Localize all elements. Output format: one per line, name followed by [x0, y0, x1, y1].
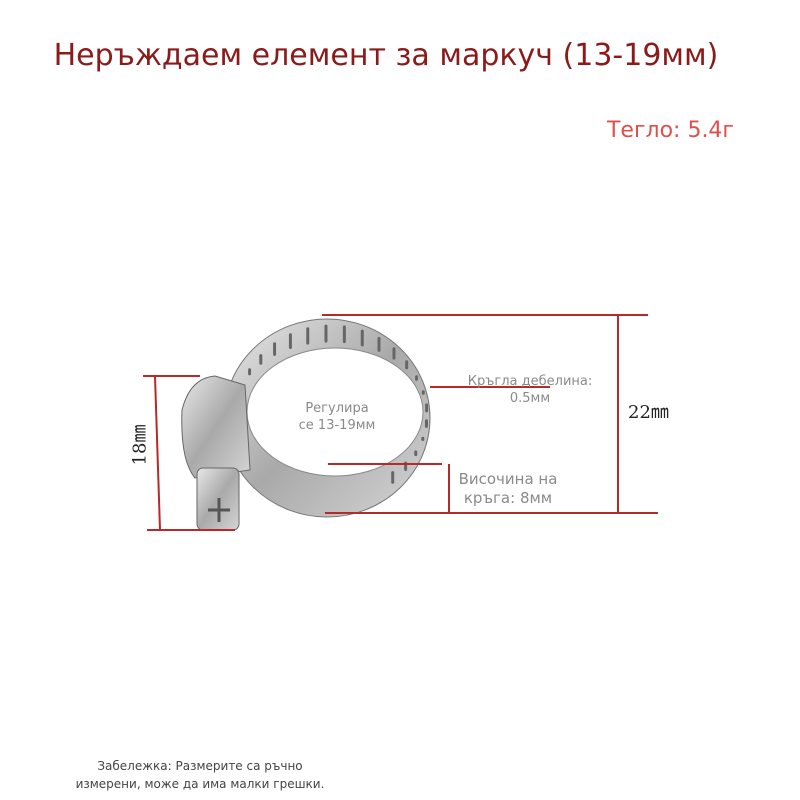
housing-dimension-label: 18㎜ [129, 424, 151, 466]
note-line-1: Забележка: Размерите са ръчно [97, 759, 303, 773]
dimension-lines [143, 314, 658, 531]
product-title: Неръждаем елемент за маркуч (13-19мм) [53, 38, 719, 73]
adjust-line-1: Регулира [305, 401, 369, 416]
clamp-band [223, 318, 431, 518]
thickness-label: Кръгла дебелина: 0.5мм [455, 373, 605, 407]
adjust-range-label: Регулира се 13-19мм [282, 400, 392, 434]
weight-label: Тегло: 5.4г [606, 118, 734, 143]
thickness-line-1: Кръгла дебелина: [467, 374, 593, 389]
total-dimension-label: 22㎜ [628, 402, 669, 423]
screw-housing [181, 375, 251, 531]
height-line-2: кръга: 8мм [463, 489, 553, 507]
thickness-line-2: 0.5мм [509, 391, 551, 406]
measurement-note: Забележка: Размерите са ръчно измерени, … [60, 757, 340, 793]
note-line-2: измерени, може да има малки грешки. [75, 777, 325, 791]
adjust-line-2: се 13-19мм [298, 418, 376, 433]
height-label: Височина на кръга: 8мм [448, 470, 568, 508]
height-line-1: Височина на [458, 470, 558, 488]
